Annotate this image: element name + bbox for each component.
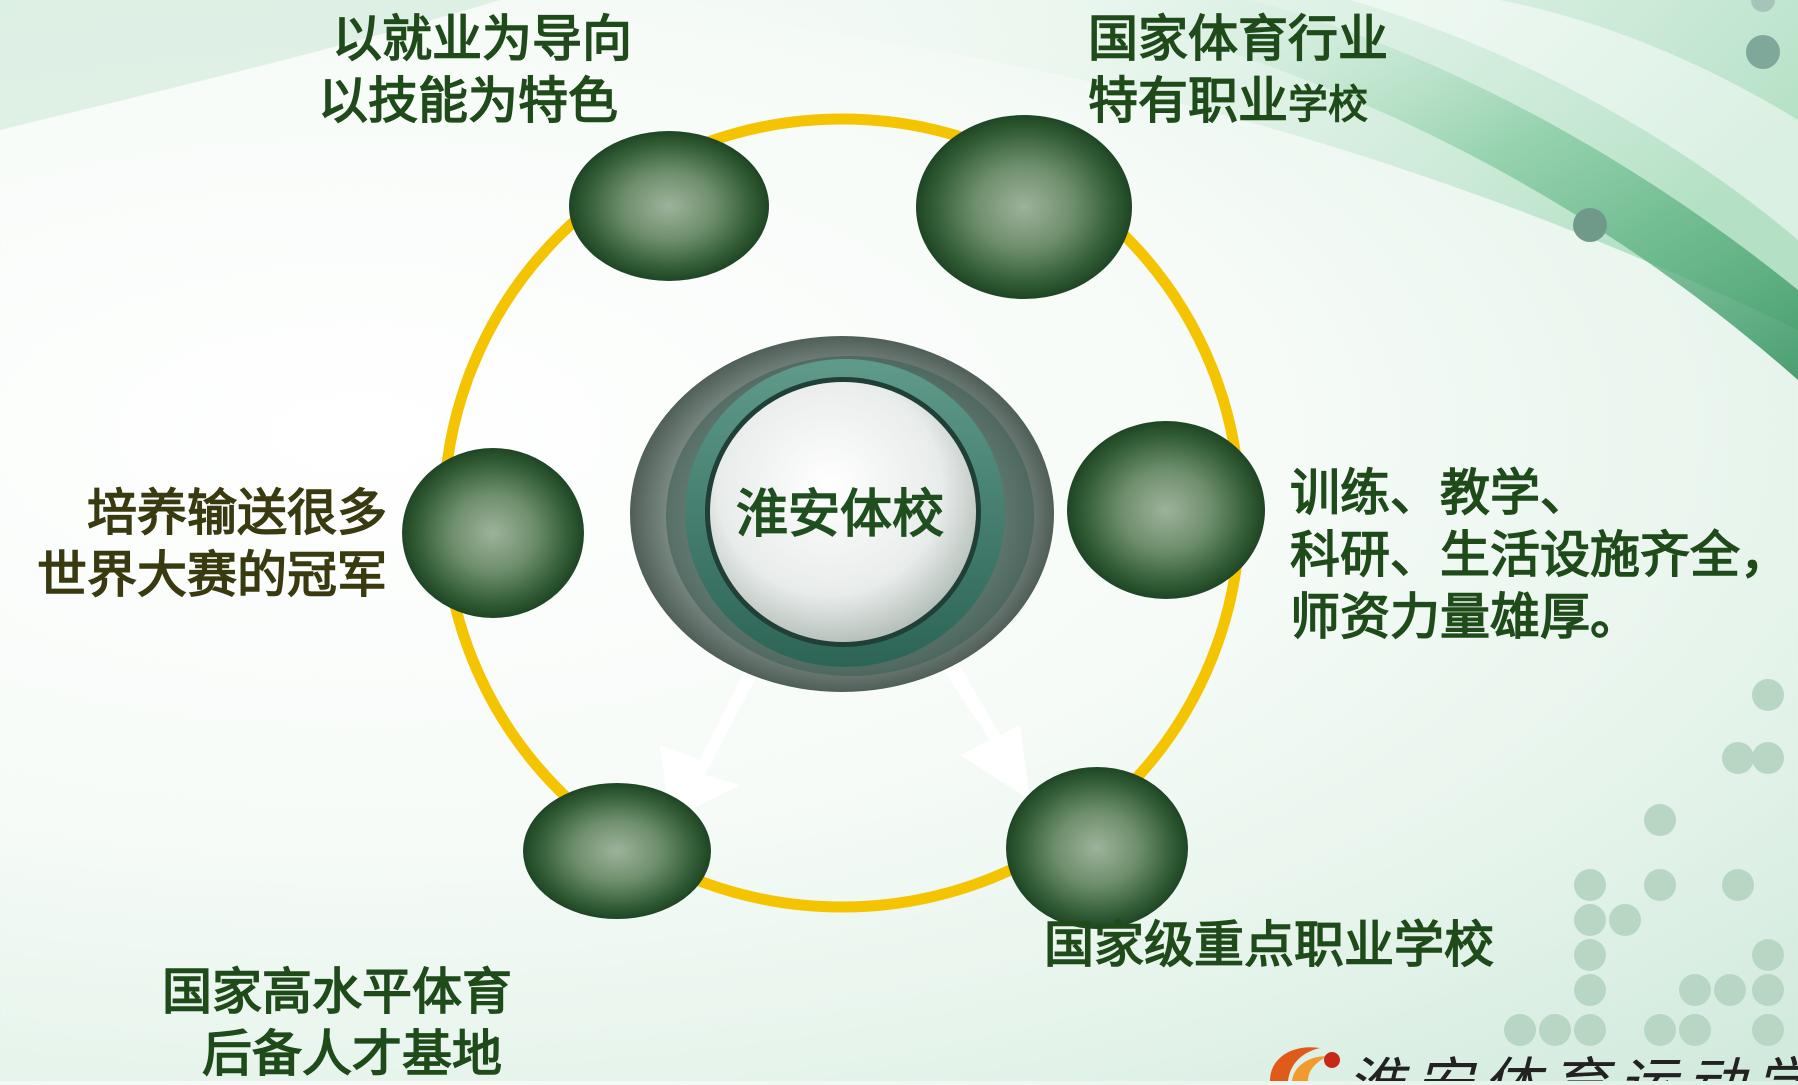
center-hub [630, 336, 1054, 692]
school-logo: 淮安体育运动学校 [1236, 1038, 1798, 1081]
logo-emblem-icon [1270, 1047, 1340, 1081]
label-bottom-left-line1: 国家高水平体育 [162, 963, 512, 1021]
node-bottom-left [523, 783, 711, 919]
label-bottom-left-line2: 后备人才基地 [202, 1025, 502, 1083]
label-right: 训练、教学、 科研、生活设施齐全， 师资力量雄厚。 [1290, 462, 1790, 648]
label-bottom-right: 国家级重点职业学校 [1044, 914, 1494, 976]
label-top-right-line2: 特有职业学校 [1088, 70, 1388, 136]
label-bottom-right-line1: 国家级重点职业学校 [1044, 916, 1494, 974]
label-right-line1: 训练、教学、 [1290, 464, 1590, 522]
label-right-line3: 师资力量雄厚。 [1290, 588, 1640, 646]
label-right-line2: 科研、生活设施齐全， [1290, 526, 1790, 584]
label-left-line2: 世界大赛的冠军 [37, 546, 387, 604]
label-left: 培养输送很多 世界大赛的冠军 [12, 482, 387, 606]
node-left [402, 448, 584, 618]
label-top-right-line2-suffix: 学校 [1288, 82, 1368, 128]
arrow-decoration [660, 640, 1030, 820]
logo-text: 淮安体育运动学校 [1346, 1038, 1798, 1081]
label-top-right-line2-main: 特有职业 [1088, 72, 1288, 130]
node-right [1067, 421, 1265, 599]
node-top-right [916, 115, 1132, 299]
label-top-left: 以就业为导向 以技能为特色 [318, 8, 632, 132]
center-title: 淮安体校 [735, 485, 944, 545]
label-left-line1: 培养输送很多 [87, 484, 387, 542]
label-top-left-line2: 以技能为特色 [318, 72, 618, 130]
node-top-left [569, 131, 769, 281]
node-bottom-right [1006, 767, 1188, 929]
label-bottom-left: 国家高水平体育 后备人才基地 [162, 961, 512, 1085]
label-top-right: 国家体育行业 特有职业学校 [1088, 8, 1388, 136]
label-top-left-line1: 以就业为导向 [332, 10, 632, 68]
label-top-right-line1: 国家体育行业 [1088, 10, 1388, 68]
